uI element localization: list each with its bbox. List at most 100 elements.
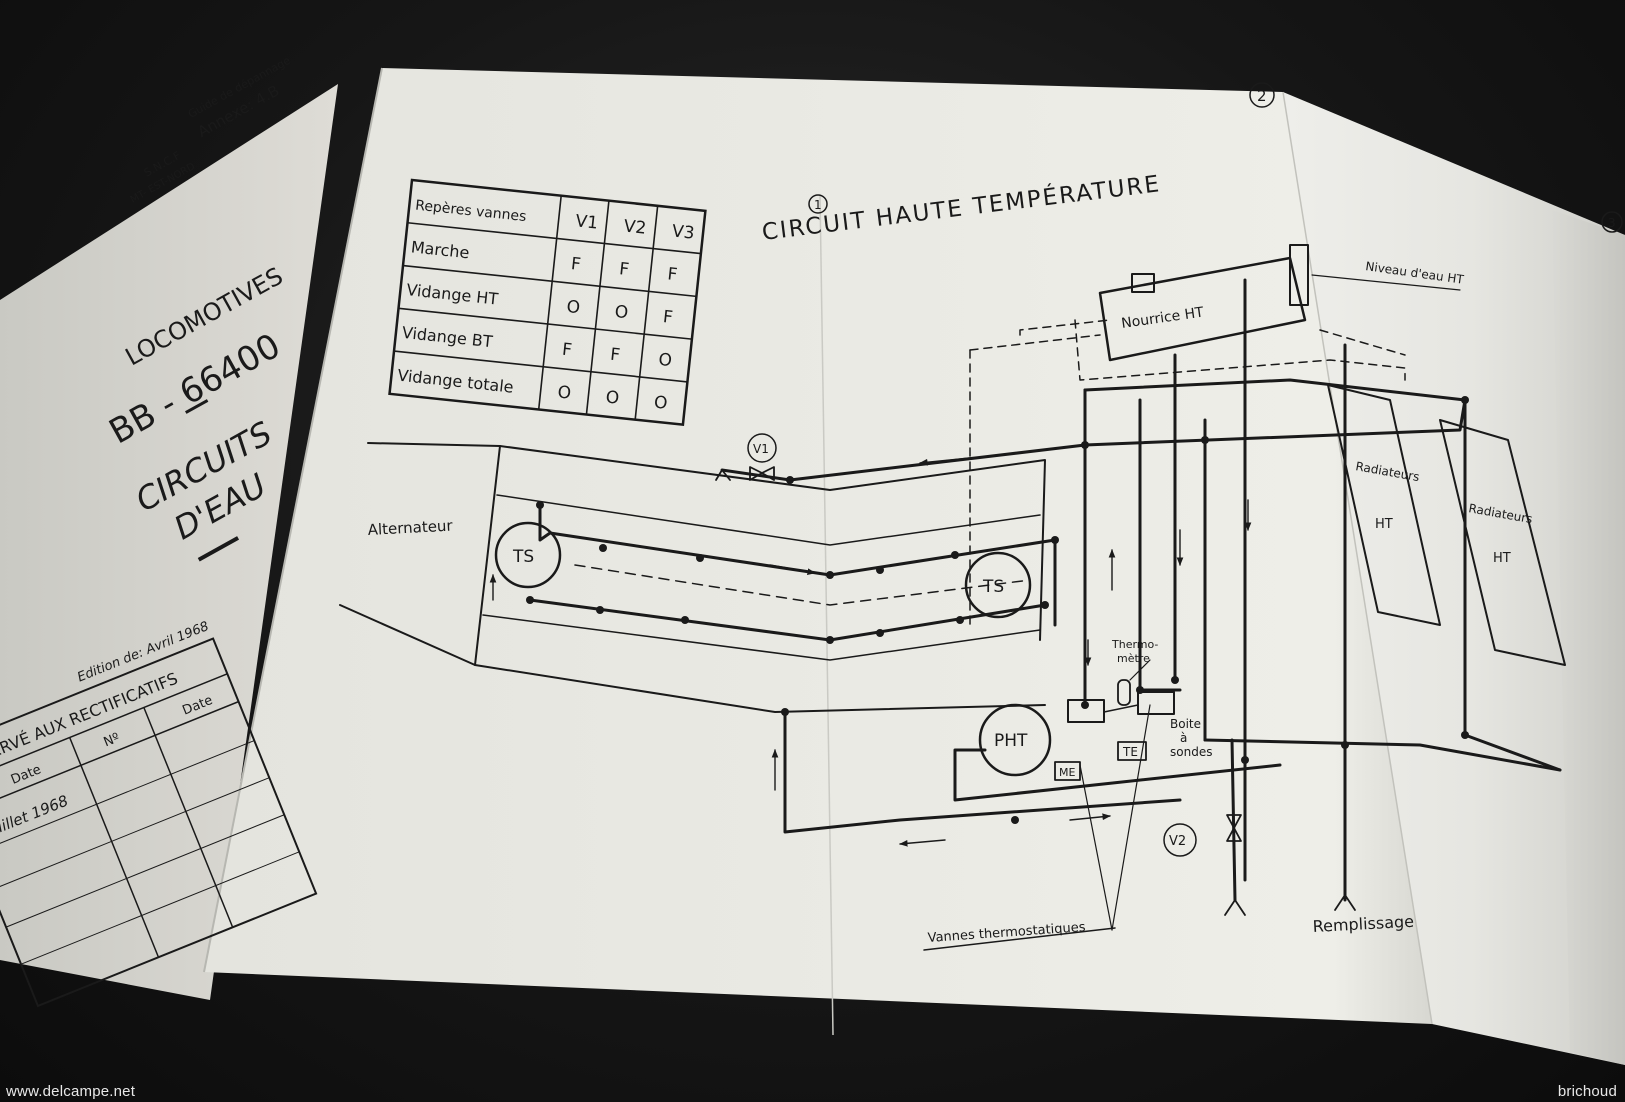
valve-table-col-line: [537, 195, 562, 410]
pht-pump: [978, 703, 1052, 777]
pipe-junction-dot: [951, 551, 959, 559]
label-me: ME: [1059, 766, 1075, 779]
thermometer-body: [1117, 679, 1131, 706]
pht-loop: [953, 748, 1282, 802]
label-ts-right: TS: [982, 577, 1004, 597]
pipe-junction-dot: [1011, 816, 1019, 824]
rectif-row-line: [0, 740, 255, 854]
v1-drain-2: [721, 469, 731, 481]
valve-table-col-line: [585, 200, 610, 415]
rectif-col-line: [143, 707, 234, 928]
valve-table-header-cell: V1: [575, 211, 599, 233]
valve-table-frame: [388, 178, 707, 427]
ts-pump-right: [964, 551, 1032, 619]
label-thermometre-2: mètre: [1117, 652, 1150, 665]
pipe-junction-dot: [536, 501, 544, 509]
valve-table-row-line: [407, 221, 701, 255]
pipe-junction-dot: [1201, 436, 1209, 444]
valve-table-state: O: [566, 297, 581, 318]
pipe-junction-dot: [1461, 731, 1469, 739]
pipe-junction-dot: [876, 629, 884, 637]
right-panel: [1283, 92, 1625, 1065]
pipe-junction-dot: [1136, 686, 1144, 694]
v2-valve: [1226, 814, 1242, 829]
rectif-col-no: Nº: [102, 731, 122, 751]
pipe-junction-dot: [1051, 536, 1059, 544]
flow-arrow-1: [919, 457, 971, 466]
valve-table-state: O: [614, 302, 629, 323]
return-to-pht: [783, 710, 1182, 834]
middle-panel: [204, 68, 1432, 1024]
pipe-junction-dot: [781, 708, 789, 716]
alternator-housing: [339, 442, 501, 666]
pipe-junctions: [526, 396, 1469, 824]
rectif-col-line: [68, 737, 160, 958]
flow-arrow-10: [1069, 813, 1111, 821]
tank-level-gauge: [1289, 244, 1309, 306]
pipe-junction-dot: [1461, 396, 1469, 404]
pipe-junction-dot: [876, 566, 884, 574]
dashed-overflow-4: [1074, 319, 1406, 381]
dashed-return: [574, 564, 1031, 606]
vannes-leader-2: [1111, 704, 1151, 931]
valve-table-state: O: [658, 350, 673, 371]
te-box: [1117, 741, 1147, 761]
rectif-table: [0, 637, 318, 1008]
pipe-junction-dot: [1171, 676, 1179, 684]
v1-valve-2: [761, 466, 775, 481]
dashed-overflow-3: [1019, 319, 1111, 336]
pipe-junction-dot: [826, 636, 834, 644]
valve-table-state: F: [561, 340, 573, 361]
v1-drain: [715, 469, 723, 481]
valve-table-state: F: [662, 307, 674, 328]
rectif-row-line: [0, 777, 270, 891]
pipe-junction-dot: [786, 476, 794, 484]
flow-arrow-2: [769, 564, 816, 575]
pipe-junction-dot: [1341, 741, 1349, 749]
flow-arrow-9: [899, 839, 946, 847]
pipe-junction-dot: [1081, 701, 1089, 709]
far-right-edge: [1552, 210, 1625, 1065]
cover-title-underline: [197, 536, 240, 562]
fold-line-left: [203, 67, 383, 973]
page-numbers: 1 2 3: [808, 82, 1623, 233]
page-number-2-circle: [1249, 82, 1275, 108]
v1-valve: [749, 466, 763, 481]
fold-line-center: [819, 194, 834, 1036]
sensor-link: [1103, 704, 1139, 713]
v2-pipe: [1230, 738, 1237, 902]
label-boite-1: Boite: [1170, 717, 1201, 731]
pipe-junction-dot: [681, 616, 689, 624]
thermostatic-box-left: [1067, 699, 1105, 723]
engine-block-top: [499, 445, 1046, 641]
me-box: [1054, 761, 1081, 781]
cover-panel: [0, 84, 338, 1000]
pipe-junction-dot: [526, 596, 534, 604]
valve-table-state: F: [570, 254, 582, 275]
label-boite-2: à: [1180, 731, 1187, 745]
pipe-junction-dot: [826, 571, 834, 579]
label-v1: V1: [753, 442, 769, 456]
label-pht: PHT: [994, 731, 1028, 751]
top-header-pipe: [1083, 378, 1467, 402]
upper-feed: [788, 398, 1467, 482]
pipe-junction-dot: [1241, 756, 1249, 764]
label-alternateur: Alternateur: [367, 517, 454, 539]
pipe-junction-dot: [596, 606, 604, 614]
label-v2: V2: [1169, 834, 1186, 849]
vannes-underline: [923, 927, 1116, 951]
label-ht-1: HT: [1375, 517, 1393, 532]
tank-filler-cap: [1131, 273, 1155, 293]
label-ts-left: TS: [512, 547, 534, 567]
pipe-junction-dot: [1041, 601, 1049, 609]
thermo-leader: [1129, 659, 1151, 681]
v2-valve-2: [1226, 827, 1242, 842]
valve-table-header-cell: V3: [671, 222, 695, 244]
ts-pump-left: [494, 521, 562, 589]
v2-drain: [1224, 899, 1236, 916]
paper-panels: [0, 67, 1625, 1065]
valve-table-state: F: [618, 259, 630, 280]
valve-table-state: F: [667, 264, 679, 285]
